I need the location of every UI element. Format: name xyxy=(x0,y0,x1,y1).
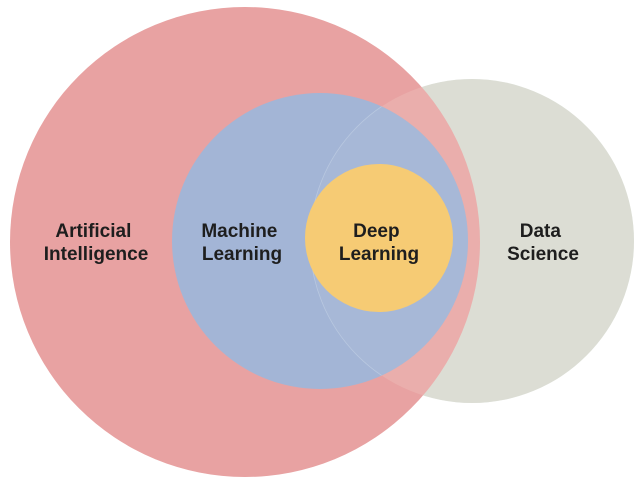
deep-learning-circle xyxy=(305,164,453,312)
deep-learning-label-line1: Deep xyxy=(353,221,399,242)
machine-learning-label: Machine Learning xyxy=(201,221,282,265)
artificial-intelligence-label-line2: Intelligence xyxy=(44,244,149,265)
data-science-label-line1: Data xyxy=(520,221,562,242)
artificial-intelligence-label: Artificial Intelligence xyxy=(44,221,149,265)
deep-learning-label: Deep Learning xyxy=(339,221,419,265)
deep-learning-label-line2: Learning xyxy=(339,244,419,265)
artificial-intelligence-label-line1: Artificial xyxy=(55,221,131,242)
machine-learning-label-line2: Learning xyxy=(202,244,282,265)
data-science-label: Data Science xyxy=(507,221,579,265)
data-science-label-line2: Science xyxy=(507,244,579,265)
machine-learning-label-line1: Machine xyxy=(201,221,277,242)
